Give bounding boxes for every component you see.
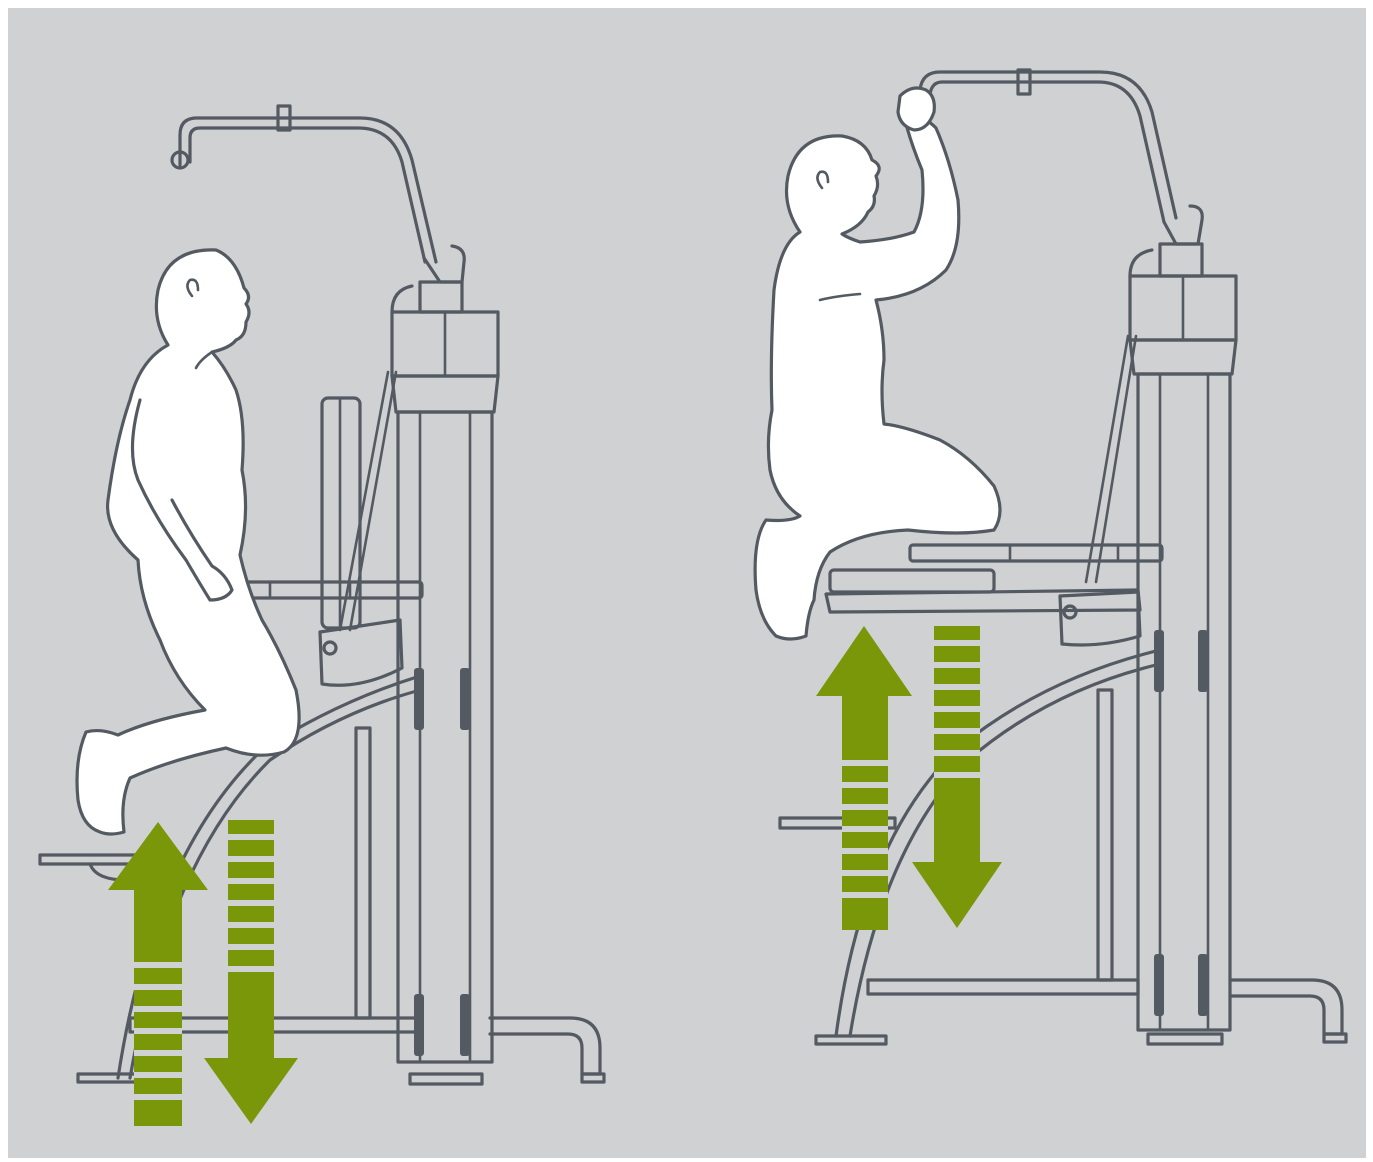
hand-right <box>898 88 934 130</box>
